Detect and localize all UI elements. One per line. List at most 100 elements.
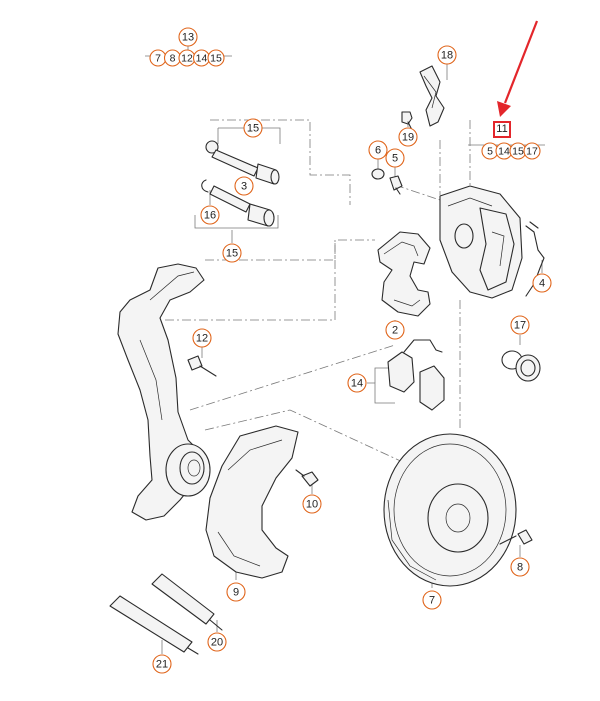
callout-label-15: 15	[247, 123, 259, 135]
callout-19: 19	[398, 127, 418, 147]
callout-circle	[226, 582, 246, 602]
highlight-box	[493, 121, 511, 138]
dust-cap-part-6	[371, 168, 385, 180]
group13-item-12: 12	[178, 49, 196, 67]
callout-circle	[207, 632, 227, 652]
callout-10: 10	[302, 494, 322, 514]
callout-label-16: 16	[204, 210, 216, 222]
callout-label-9: 9	[233, 587, 239, 599]
callout-label-12: 12	[196, 333, 208, 345]
bolt-part-19	[401, 111, 413, 131]
splash-shield-part-9	[205, 425, 299, 579]
callout-21: 21	[152, 654, 172, 674]
group-label-14: 14	[196, 53, 208, 65]
callout-label-8: 8	[517, 562, 523, 574]
group13-item-15: 15	[207, 49, 225, 67]
group-label-15: 15	[512, 146, 524, 158]
group11-item-17: 17	[523, 142, 541, 160]
callout-circle	[234, 176, 254, 196]
callout-label-10: 10	[306, 499, 318, 511]
pointer-arrow	[497, 20, 539, 117]
steering-knuckle	[117, 263, 211, 521]
piston-seal-kit-part-17	[501, 350, 541, 382]
brake-caliper	[439, 185, 523, 299]
group-bubble	[523, 142, 541, 160]
callout-label-13: 13	[182, 32, 194, 44]
callout-6: 6	[368, 140, 388, 160]
callout-circle	[302, 494, 322, 514]
callout-5: 5	[385, 148, 405, 168]
group-label-17: 17	[526, 146, 538, 158]
group-label-12: 12	[181, 53, 193, 65]
bleed-valve-part-5	[389, 175, 403, 195]
callout-circle	[398, 127, 418, 147]
callout-circle	[347, 373, 367, 393]
callout-2: 2	[385, 320, 405, 340]
callout-circle	[192, 328, 212, 348]
callout-label-18: 18	[441, 50, 453, 62]
callout-label-2: 2	[392, 325, 398, 337]
callout-label-20: 20	[211, 637, 223, 649]
callout-circle	[422, 590, 442, 610]
group-label-8: 8	[170, 53, 176, 65]
guide-pin-lower	[201, 179, 275, 227]
callout-circle	[200, 205, 220, 225]
callout-4: 4	[532, 273, 552, 293]
callout-label-21: 21	[156, 659, 168, 671]
callout-label-6: 6	[375, 145, 381, 157]
callout-circle	[532, 273, 552, 293]
wire-bracket-part-18	[419, 65, 445, 127]
callout-7: 7	[422, 590, 442, 610]
callout-circle	[437, 45, 457, 65]
callout-label-14: 14	[351, 378, 363, 390]
callout-12: 12	[192, 328, 212, 348]
callout-circle	[510, 315, 530, 335]
bolt-part-12	[187, 355, 217, 377]
callout-circle	[152, 654, 172, 674]
group-bubble	[207, 49, 225, 67]
group13-item-7: 7	[149, 49, 167, 67]
callout-3: 3	[234, 176, 254, 196]
callout-13: 13	[178, 27, 198, 47]
group13-item-14: 14	[192, 49, 211, 67]
callout-15: 15	[222, 243, 242, 263]
caliper-carrier-part-2	[377, 231, 431, 317]
group-label-5: 5	[487, 146, 493, 158]
callout-8: 8	[510, 557, 530, 577]
callout-label-15: 15	[226, 248, 238, 260]
callout-17: 17	[510, 315, 530, 335]
callout-label-4: 4	[539, 278, 545, 290]
callout-label-3: 3	[241, 181, 247, 193]
group-label-14: 14	[498, 146, 510, 158]
group-label-15: 15	[210, 53, 222, 65]
callout-label-19: 19	[402, 132, 414, 144]
group13-item-8: 8	[163, 49, 182, 67]
brake-disc-part-7	[383, 433, 517, 587]
bolt-part-10	[295, 469, 319, 487]
callout-20: 20	[207, 632, 227, 652]
callout-label-5: 5	[392, 153, 398, 165]
callout-circle	[385, 148, 405, 168]
callout-label-11: 11	[496, 123, 507, 135]
callout-circle	[368, 140, 388, 160]
callout-circle	[243, 118, 263, 138]
group-label-7: 7	[155, 53, 161, 65]
callout-18: 18	[437, 45, 457, 65]
bolt-part-8	[499, 529, 533, 545]
group11-item-14: 14	[495, 142, 513, 160]
callout-16: 16	[200, 205, 220, 225]
grease-tube-part-20	[151, 573, 223, 631]
callout-label-17: 17	[514, 320, 526, 332]
callout-14: 14	[347, 373, 367, 393]
callout-circle	[385, 320, 405, 340]
callout-circle	[222, 243, 242, 263]
callout-15: 15	[243, 118, 263, 138]
grease-tube-part-21	[109, 595, 199, 655]
callout-circle	[178, 27, 198, 47]
callout-9: 9	[226, 582, 246, 602]
guide-pin-upper	[205, 140, 280, 185]
